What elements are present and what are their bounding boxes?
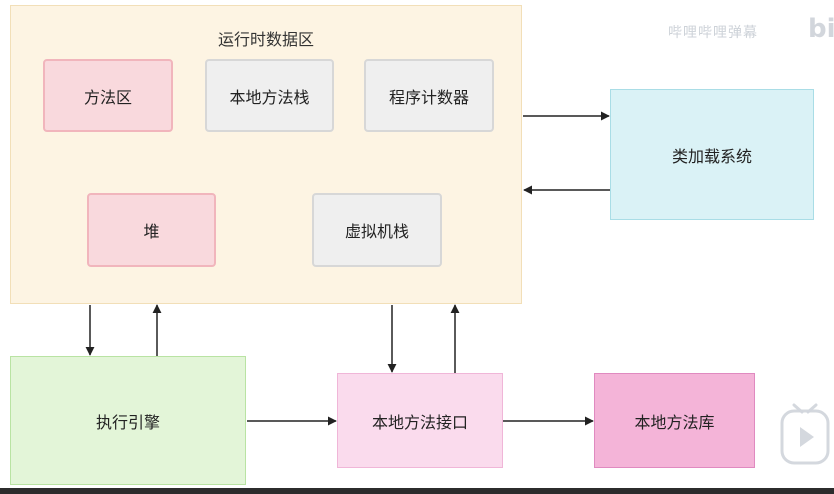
bottom-bar	[0, 488, 834, 494]
node-native-library: 本地方法库	[594, 373, 755, 468]
node-program-counter: 程序计数器	[364, 59, 494, 132]
play-icon[interactable]	[780, 403, 830, 467]
node-native-interface: 本地方法接口	[337, 373, 503, 468]
runtime-data-area-title: 运行时数据区	[217, 30, 314, 49]
node-execution-engine: 执行引擎	[10, 356, 246, 485]
node-method-area: 方法区	[43, 59, 173, 132]
node-native-method-stack: 本地方法栈	[205, 59, 334, 132]
node-vm-stack: 虚拟机栈	[312, 193, 442, 267]
watermark-text: 哔哩哔哩弹幕	[668, 25, 758, 41]
bilibili-logo: bi	[808, 14, 834, 44]
node-class-loader: 类加载系统	[610, 89, 814, 220]
node-heap: 堆	[87, 193, 216, 267]
